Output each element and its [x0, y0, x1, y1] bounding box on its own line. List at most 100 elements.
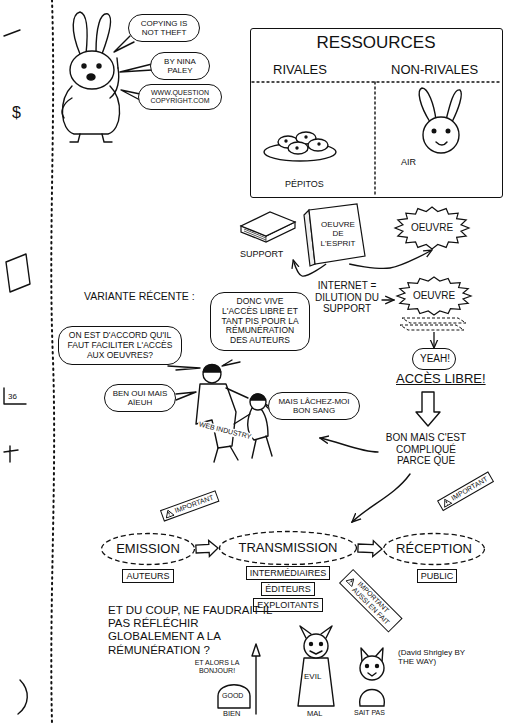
judo-figures [251, 394, 265, 400]
connector-arrow [196, 540, 218, 556]
label-text: ET DU COUP, NE FAUDRAIT-IL PAS RÉFLÉCHIR… [108, 604, 286, 657]
warning-icon [169, 512, 170, 516]
rabbit-figure [70, 51, 114, 89]
air-rabbit [432, 129, 436, 133]
role-box: PUBLIC [417, 569, 458, 583]
cookie-plate [318, 143, 320, 145]
diluted-starburst-outline [396, 276, 472, 332]
judo-figures [196, 365, 272, 463]
node-text: PUBLIC [421, 571, 454, 581]
text-wrap: PUBLIC [421, 571, 454, 581]
margin-fragment [18, 680, 27, 714]
warning-icon [345, 575, 357, 587]
speech-bubble: DONC VIVE L'ACCÈS LIBRE ET TANT PIS POUR… [210, 292, 310, 351]
diluted-support [402, 318, 466, 323]
resources-panel: RESSOURCESRIVALESNON-RIVALESPÉPITOSAIR [250, 28, 503, 198]
speech-bubble: WWW.QUESTION COPYRIGHT.COM [138, 84, 222, 110]
book-work-outline [309, 204, 365, 264]
good-ghost [218, 644, 260, 714]
cookie-plate [264, 132, 336, 161]
node-text: PÉPITOS [285, 179, 324, 189]
speech-bubble: BEN OUI MAIS AÏEUH [104, 384, 176, 412]
cookie-plate [308, 139, 328, 151]
node-text: OEUVRE DE L'ESPRIT [315, 220, 361, 248]
label-text: MAL [307, 710, 322, 719]
label-text: BON MAIS C'EST COMPLIQUÉ PARCE QUE [380, 432, 472, 467]
role-box: INTERMÉDIAIRES [246, 566, 331, 580]
flow-arrow [352, 474, 410, 522]
text-wrap: EMISSION [116, 542, 180, 557]
node-text: WWW.QUESTION COPYRIGHT.COM [146, 89, 214, 105]
node-text: TRANSMISSION [239, 541, 338, 556]
cookie-plate [305, 136, 307, 138]
resources-divider [252, 81, 501, 82]
node-text: ON EST D'ACCORD QU'IL FAUT FACILITER L'A… [66, 331, 174, 360]
rabbit-figure [70, 134, 80, 142]
bubble-tail [168, 366, 200, 370]
warning-icon [163, 508, 174, 519]
judo-figures [234, 414, 250, 424]
diluted-support [400, 325, 464, 330]
node-text: AUTEURS [126, 571, 169, 581]
warning-icon [446, 501, 448, 504]
text-wrap: ON EST D'ACCORD QU'IL FAUT FACILITER L'A… [66, 331, 174, 360]
rabbit-figure [87, 74, 95, 80]
label-holder: BIEN [223, 710, 241, 719]
label-text: BIEN [223, 710, 241, 719]
label-text: GOOD [222, 692, 243, 700]
node-text: YEAH! [420, 353, 448, 365]
node-text: OEUVRE [411, 222, 453, 234]
judo-figures [226, 388, 248, 398]
cookie-plate [296, 147, 298, 149]
label-text: ACCÈS LIBRE! [396, 372, 486, 387]
evil-devil [310, 643, 313, 646]
unsure-cat [360, 648, 385, 706]
label-holder: BON MAIS C'EST COMPLIQUÉ PARCE QUE [380, 432, 472, 467]
judo-figures [250, 394, 266, 410]
cookie-plate [288, 142, 308, 154]
air-rabbit [436, 142, 447, 145]
rabbit-figure [62, 12, 119, 142]
judo-figures [196, 384, 236, 448]
text-wrap: INTERMÉDIAIRES [250, 568, 327, 578]
good-ghost [218, 685, 250, 708]
text-wrap: TRANSMISSION [239, 541, 338, 556]
bubble-tail [176, 392, 196, 400]
starburst: OEUVRE [394, 206, 470, 250]
text-holder: RIVALES [273, 63, 327, 78]
label-text: EVIL [304, 672, 321, 681]
text-wrap: AUTEURS [126, 571, 169, 581]
good-ghost [255, 648, 256, 714]
dashed-ellipse: EMISSION [100, 532, 196, 566]
flow-arrow [382, 299, 394, 300]
label-text: WEB INDUSTRY [197, 420, 253, 441]
node-text: RIVALES [273, 63, 327, 78]
flow-arrow [320, 438, 378, 452]
important-flag: IMPORTANT AUSSI EN FAIT [339, 569, 403, 633]
rabbit-figure [117, 58, 118, 68]
node-text: IMPORTANT [174, 494, 215, 515]
speech-bubble: ON EST D'ACCORD QU'IL FAUT FACILITER L'A… [58, 326, 182, 365]
dashed-ellipse-outline [384, 534, 485, 565]
node-text: DONC VIVE L'ACCÈS LIBRE ET TANT PIS POUR… [218, 297, 302, 346]
node-text: EMISSION [116, 542, 180, 557]
rabbit-figure [62, 86, 119, 134]
rabbit-figure [96, 14, 110, 54]
label-text: VARIANTE RÉCENTE : [84, 290, 195, 302]
evil-devil [320, 643, 323, 646]
book-work: OEUVRE DE L'ESPRIT [303, 202, 369, 264]
speech-bubble: YEAH! [412, 348, 456, 370]
resources-divider [252, 82, 501, 196]
node-text: IMPORTANT AUSSI EN FAIT [350, 580, 398, 628]
role-box: ÉDITEURS [261, 582, 315, 596]
text-wrap: ÉDITEURS [265, 584, 311, 594]
text-wrap: BY NINA PALEY [158, 57, 202, 75]
air-rabbit [419, 88, 461, 153]
rabbit-figure [82, 64, 86, 68]
margin-dotted-line [51, 0, 54, 723]
evil-devil [298, 658, 334, 706]
label-holder: INTERNET = DILUTION DU SUPPORT [312, 280, 382, 315]
speech-bubble: MAIS LÂCHEZ-MOI BON SANG [268, 392, 360, 420]
label-text: (David Shrigley BY THE WAY) [398, 648, 472, 666]
label-text: SAIT PAS [354, 709, 385, 717]
